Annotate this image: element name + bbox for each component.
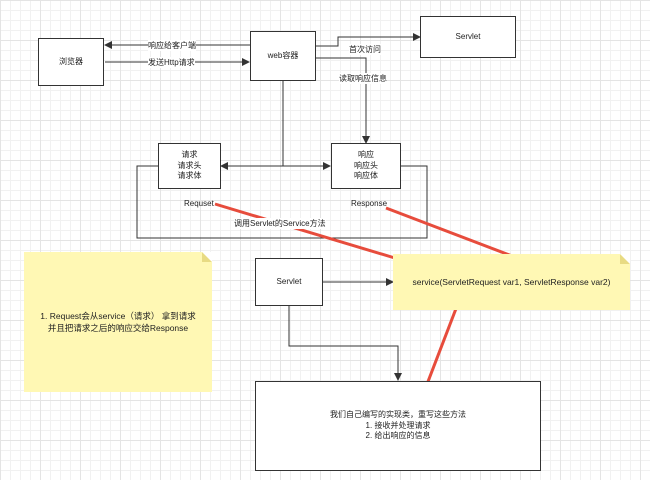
- edge-call-service-loop: [136, 165, 428, 239]
- request-explanation-note: 1. Request会从service（请求） 拿到请求 并且把请求之后的响应交…: [24, 252, 212, 392]
- servlet-mid-box: Servlet: [255, 258, 323, 306]
- impl-line-2: 1. 接收并处理请求: [365, 420, 431, 430]
- label-requset: Requset: [184, 199, 214, 208]
- response-line-1: 响应: [358, 149, 374, 159]
- browser-label: 浏览器: [59, 56, 83, 66]
- label-response: Response: [351, 199, 388, 208]
- note-fold-corner: [620, 254, 630, 264]
- web-container-label: web容器: [267, 50, 299, 60]
- web-container-box: web容器: [250, 31, 316, 81]
- service-signature-note: service(ServletRequest var1, ServletResp…: [393, 254, 630, 310]
- note-fold-corner: [202, 252, 212, 262]
- left-note-line-1: 1. Request会从service（请求） 拿到请求: [40, 310, 196, 321]
- edge-first-visit: [316, 33, 421, 47]
- edge-servlet-to-impl: [288, 306, 402, 381]
- label-respond-to-client: 响应给客户端: [148, 40, 196, 51]
- label-first-visit: 首次访问: [349, 44, 381, 55]
- request-line-2: 请求头: [177, 160, 202, 170]
- browser-box: 浏览器: [38, 38, 104, 86]
- label-send-http-request: 发送Http请求: [148, 57, 195, 68]
- impl-line-1: 我们自己编写的实现类，重写这些方法: [330, 409, 466, 419]
- response-line-2: 响应头: [354, 160, 378, 170]
- service-signature-text: service(ServletRequest var1, ServletResp…: [412, 276, 611, 287]
- request-line-1: 请求: [181, 149, 198, 159]
- servlet-top-box: Servlet: [420, 16, 516, 58]
- response-box: 响应 响应头 响应体: [331, 143, 401, 189]
- request-box: 请求 请求头 请求体: [158, 143, 221, 189]
- impl-line-3: 2. 给出响应的信息: [365, 431, 431, 441]
- servlet-top-label: Servlet: [455, 31, 481, 41]
- impl-class-box: 我们自己编写的实现类，重写这些方法 1. 接收并处理请求 2. 给出响应的信息: [255, 381, 541, 471]
- request-line-3: 请求体: [177, 171, 202, 181]
- edge-read-response: [316, 57, 370, 144]
- response-line-3: 响应体: [354, 171, 378, 181]
- left-note-line-2: 并且把请求之后的响应交给Response: [47, 323, 189, 333]
- servlet-mid-label: Servlet: [276, 276, 302, 286]
- label-call-service: 调用Servlet的Service方法: [234, 218, 326, 229]
- label-read-response-info: 读取响应信息: [339, 73, 387, 84]
